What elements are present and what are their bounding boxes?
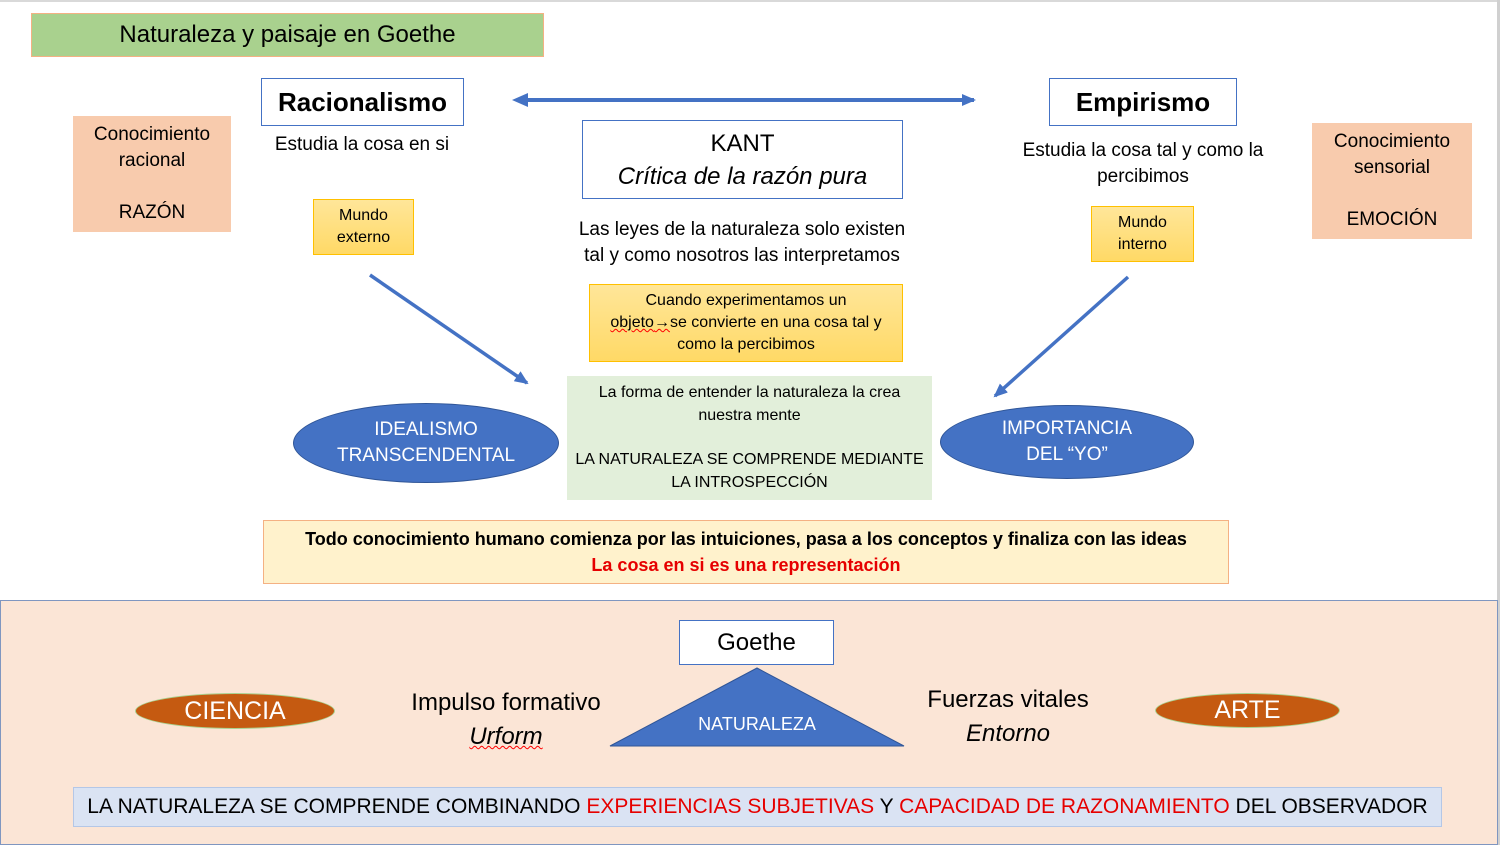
text: sensorial	[1353, 157, 1431, 178]
goethe-box: Goethe	[679, 620, 834, 665]
arte-ellipse: ARTE	[1155, 693, 1340, 728]
title-box: Naturaleza y paisaje en Goethe	[31, 13, 544, 57]
text: externo	[336, 229, 391, 246]
top-border	[0, 0, 1500, 2]
laws-text: Las leyes de la naturaleza solo existen …	[542, 217, 942, 269]
conclusion-bar: LA NATURALEZA SE COMPRENDE COMBINANDO EX…	[73, 787, 1442, 827]
goethe-label: Goethe	[717, 628, 796, 656]
right-border	[1497, 0, 1500, 845]
mundo-interno-box: Mundo interno	[1091, 206, 1194, 262]
triangle-label: NATURALEZA	[698, 714, 816, 734]
text: Conocimiento	[93, 124, 211, 145]
conocimiento-racional-box: Conocimiento racional RAZÓN	[73, 116, 231, 232]
summary-box: Todo conocimiento humano comienza por la…	[263, 520, 1229, 584]
cuando-box: Cuando experimentamos un objeto→se convi…	[589, 284, 903, 362]
text: objeto→se convierte en una cosa tal y	[610, 312, 881, 334]
text: EXPERIENCIAS SUBJETIVAS	[586, 795, 875, 818]
text: La forma de entender la naturaleza la cr…	[598, 384, 901, 401]
text: Fuerzas vitales	[927, 686, 1089, 713]
text: como la percibimos	[677, 336, 815, 353]
text: ARTE	[1214, 696, 1281, 724]
text: Estudia la cosa tal y como la	[1022, 140, 1264, 161]
racionalismo-box: Racionalismo	[261, 78, 464, 126]
text: LA NATURALEZA SE COMPRENDE COMBINANDO	[87, 795, 587, 818]
empirismo-label: Empirismo	[1075, 86, 1211, 117]
kant-box: KANT Crítica de la razón pura	[582, 120, 903, 199]
text: se convierte en una cosa tal y	[669, 314, 882, 331]
conocimiento-sensorial-box: Conocimiento sensorial EMOCIÓN	[1312, 123, 1472, 239]
kant-subtitle: Crítica de la razón pura	[617, 162, 868, 190]
introspeccion-box: La forma de entender la naturaleza la cr…	[567, 376, 932, 500]
objeto-word: objeto→	[610, 314, 670, 331]
text: tal y como nosotros las interpretamos	[584, 245, 900, 266]
text: Impulso formativo	[411, 689, 601, 716]
arrow-to-idealismo	[369, 273, 529, 385]
text: Las leyes de la naturaleza solo existen	[578, 219, 906, 240]
conclusion-text: LA NATURALEZA SE COMPRENDE COMBINANDO EX…	[87, 795, 1427, 819]
idealismo-ellipse: IDEALISMO TRANSCENDENTAL	[293, 403, 559, 483]
text: Y	[874, 795, 900, 818]
text: racional	[118, 150, 186, 171]
arrow-to-importancia	[993, 275, 1130, 398]
text: Entorno	[965, 720, 1051, 747]
summary-line: Todo conocimiento humano comienza por la…	[305, 529, 1187, 549]
text: CIENCIA	[184, 696, 286, 725]
text: LA NATURALEZA SE COMPRENDE MEDIANTE	[575, 451, 924, 468]
text: Conocimiento	[1333, 131, 1451, 152]
text: DEL “YO”	[1026, 444, 1108, 465]
summary-highlight: La cosa en si es una representación	[591, 555, 901, 575]
empirismo-desc: Estudia la cosa tal y como la percibimos	[1000, 138, 1286, 190]
text: IDEALISMO	[374, 419, 478, 440]
text: EMOCIÓN	[1346, 209, 1438, 230]
ciencia-ellipse: CIENCIA	[135, 693, 335, 729]
text: Mundo	[339, 207, 388, 224]
arrow-right-icon: →	[653, 314, 670, 331]
text: CAPACIDAD DE RAZONAMIENTO	[899, 795, 1230, 818]
text: interno	[1118, 236, 1167, 253]
importancia-yo-ellipse: IMPORTANCIA DEL “YO”	[940, 405, 1194, 479]
text: objeto	[610, 314, 654, 331]
text: Urform	[469, 723, 543, 750]
empirismo-box: Empirismo	[1049, 78, 1237, 126]
page-title: Naturaleza y paisaje en Goethe	[119, 21, 456, 48]
fuerzas-text: Fuerzas vitales Entorno	[888, 683, 1128, 751]
text: Mundo	[1118, 214, 1167, 231]
naturaleza-triangle	[609, 667, 905, 747]
text: DEL OBSERVADOR	[1229, 795, 1428, 818]
racionalismo-desc: Estudia la cosa en si	[274, 134, 450, 155]
text: IMPORTANCIA	[1001, 418, 1133, 439]
double-arrow-left-head	[512, 93, 528, 107]
mundo-externo-box: Mundo externo	[313, 199, 414, 255]
racionalismo-label: Racionalismo	[277, 86, 448, 117]
text: TRANSCENDENTAL	[336, 445, 516, 466]
impulso-text: Impulso formativo Urform	[376, 686, 636, 754]
text: percibimos	[1097, 166, 1189, 187]
kant-title: KANT	[710, 129, 775, 157]
text: nuestra mente	[698, 406, 801, 424]
text: LA INTROSPECCIÓN	[671, 473, 828, 491]
text: RAZÓN	[118, 202, 186, 223]
text: Cuando experimentamos un	[645, 292, 847, 309]
